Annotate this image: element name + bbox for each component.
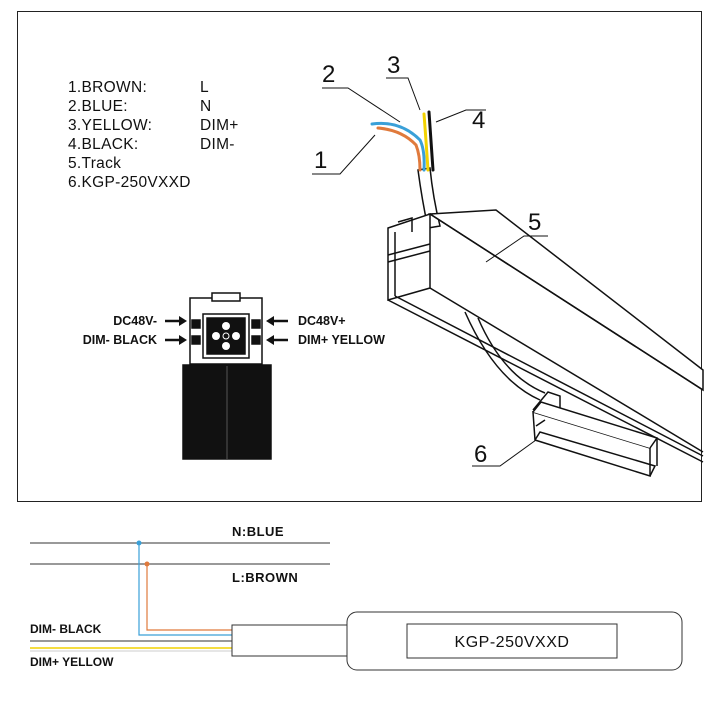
blue-drop-wire bbox=[138, 543, 232, 636]
legend-item-brown: 1.BROWN: L bbox=[68, 78, 239, 97]
callout-2: 2 bbox=[322, 61, 335, 88]
legend-value: DIM+ bbox=[200, 117, 239, 134]
driver-label-box bbox=[406, 623, 618, 659]
callout-6: 6 bbox=[474, 441, 487, 468]
label-dim-plus-yellow: DIM+ YELLOW bbox=[298, 333, 385, 347]
black-wire bbox=[427, 110, 435, 172]
legend-key: 3.YELLOW: bbox=[68, 117, 153, 134]
callout-4: 4 bbox=[472, 107, 485, 134]
cable-sleeve bbox=[231, 624, 349, 657]
label-dc48v-minus: DC48V- bbox=[113, 314, 157, 328]
legend-key: 2.BLUE: bbox=[68, 98, 128, 115]
label-dim-minus-black: DIM- BLACK bbox=[83, 333, 157, 347]
blue-wire bbox=[370, 121, 426, 172]
legend-value: DIM- bbox=[200, 136, 235, 153]
legend-key: 4.BLACK: bbox=[68, 136, 139, 153]
illustration-frame bbox=[17, 11, 702, 502]
callout-3: 3 bbox=[387, 52, 400, 79]
track-illustration bbox=[387, 167, 704, 478]
label-dc48v-plus: DC48V+ bbox=[298, 314, 346, 328]
callout-leaders bbox=[312, 77, 548, 467]
legend-key: 5.Track bbox=[68, 155, 122, 172]
wire-bundle bbox=[370, 110, 435, 172]
brown-wire bbox=[376, 126, 422, 172]
connector-arrows bbox=[165, 316, 288, 345]
connector-detail bbox=[182, 292, 272, 460]
n-blue-label: N:BLUE bbox=[232, 524, 284, 539]
wiring-schematic bbox=[30, 540, 683, 671]
legend-value: N bbox=[200, 98, 212, 115]
callout-1: 1 bbox=[314, 147, 327, 174]
yellow-wire bbox=[422, 112, 430, 172]
legend-item-blue: 2.BLUE: N bbox=[68, 97, 239, 116]
legend-key: 6.KGP-250VXXD bbox=[68, 174, 191, 191]
legend-key: 1.BROWN: bbox=[68, 79, 148, 96]
dim-black-label: DIM- BLACK bbox=[30, 622, 102, 636]
l-brown-label: L:BROWN bbox=[232, 570, 298, 585]
dim-yellow-label: DIM+ YELLOW bbox=[30, 655, 114, 669]
callout-numbers: 1 2 3 4 5 6 bbox=[314, 52, 541, 468]
legend-value: L bbox=[200, 79, 209, 96]
legend-item-black: 4.BLACK: DIM- bbox=[68, 135, 239, 154]
legend-item-yellow: 3.YELLOW: DIM+ bbox=[68, 116, 239, 135]
legend-item-track: 5.Track bbox=[68, 154, 239, 173]
wire-color-legend: 1.BROWN: L 2.BLUE: N 3.YELLOW: DIM+ 4.BL… bbox=[68, 78, 239, 192]
driver-model-label: KGP-250VXXD bbox=[455, 634, 570, 651]
brown-drop-wire bbox=[146, 564, 232, 631]
callout-5: 5 bbox=[528, 209, 541, 236]
legend-item-driver: 6.KGP-250VXXD bbox=[68, 173, 239, 192]
